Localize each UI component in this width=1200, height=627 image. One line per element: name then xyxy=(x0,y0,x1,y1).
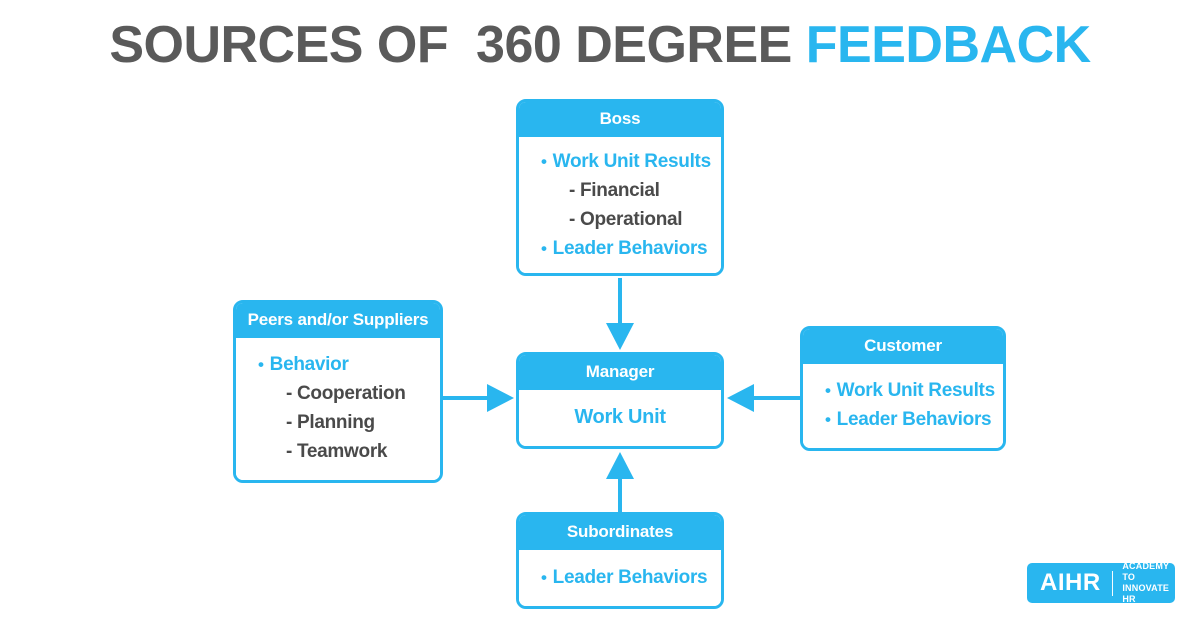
list-item: • Leader Behaviors xyxy=(803,405,1003,434)
list-item-label: Behavior xyxy=(269,354,349,375)
bullet-icon: • xyxy=(541,568,547,587)
node-customer-body: • Work Unit Results • Leader Behaviors xyxy=(803,364,1003,448)
node-peers-body: • Behavior - Cooperation - Planning - Te… xyxy=(236,338,440,480)
list-item-label: Leader Behaviors xyxy=(552,567,708,588)
list-item: - Financial xyxy=(569,180,660,201)
list-item-label: Leader Behaviors xyxy=(836,409,992,430)
list-item: - Teamwork xyxy=(286,441,388,462)
page-title-accent: FEEDBACK xyxy=(805,16,1091,74)
list-item-label: Work Unit Results xyxy=(836,380,995,401)
bullet-icon: • xyxy=(825,410,831,429)
list-item: - Planning xyxy=(286,412,375,433)
node-boss-body: • Work Unit Results - Financial - Operat… xyxy=(519,137,721,273)
list-item: • Behavior xyxy=(236,350,440,379)
arrow-boss-to-manager xyxy=(606,278,634,350)
bullet-icon: • xyxy=(541,239,547,258)
list-item: - Cooperation xyxy=(286,383,406,404)
node-peers-and-suppliers[interactable]: Peers and/or Suppliers • Behavior - Coop… xyxy=(233,300,443,483)
logo-tagline-line1: ACADEMY TO xyxy=(1122,561,1170,582)
list-item: - Operational xyxy=(569,209,683,230)
arrow-subordinates-to-manager xyxy=(606,452,634,512)
bullet-icon: • xyxy=(825,381,831,400)
page-title: SOURCES OF 360 DEGREE FEEDBACK xyxy=(0,14,1200,76)
page-title-primary: SOURCES OF 360 DEGREE xyxy=(109,16,806,74)
node-manager[interactable]: Manager Work Unit xyxy=(516,352,724,449)
logo-divider xyxy=(1111,570,1114,596)
list-item-label: Work Unit Results xyxy=(552,151,711,172)
arrow-customer-to-manager xyxy=(727,384,800,412)
node-customer[interactable]: Customer • Work Unit Results • Leader Be… xyxy=(800,326,1006,451)
list-item: • Leader Behaviors xyxy=(519,234,721,263)
logo-tagline: ACADEMY TO INNOVATE HR xyxy=(1122,561,1175,605)
list-item: • Work Unit Results xyxy=(519,147,721,176)
node-subordinates[interactable]: Subordinates • Leader Behaviors xyxy=(516,512,724,609)
node-boss-header: Boss xyxy=(519,102,721,137)
list-item: • Leader Behaviors xyxy=(519,563,721,592)
node-manager-header: Manager xyxy=(519,355,721,390)
logo-tagline-line2: INNOVATE HR xyxy=(1122,583,1170,604)
node-subordinates-body: • Leader Behaviors xyxy=(519,550,721,606)
aihr-logo[interactable]: AIHR ACADEMY TO INNOVATE HR xyxy=(1027,561,1175,605)
node-manager-subtitle: Work Unit xyxy=(574,406,666,428)
node-manager-body: Work Unit xyxy=(519,390,721,446)
arrow-peers-to-manager xyxy=(443,384,514,412)
list-item: • Work Unit Results xyxy=(803,376,1003,405)
node-customer-header: Customer xyxy=(803,329,1003,364)
node-peers-header: Peers and/or Suppliers xyxy=(236,303,440,338)
node-subordinates-header: Subordinates xyxy=(519,515,721,550)
logo-wordmark: AIHR xyxy=(1040,569,1101,596)
bullet-icon: • xyxy=(258,355,264,374)
bullet-icon: • xyxy=(541,152,547,171)
list-item-label: Leader Behaviors xyxy=(552,238,708,259)
node-boss[interactable]: Boss • Work Unit Results - Financial - O… xyxy=(516,99,724,276)
